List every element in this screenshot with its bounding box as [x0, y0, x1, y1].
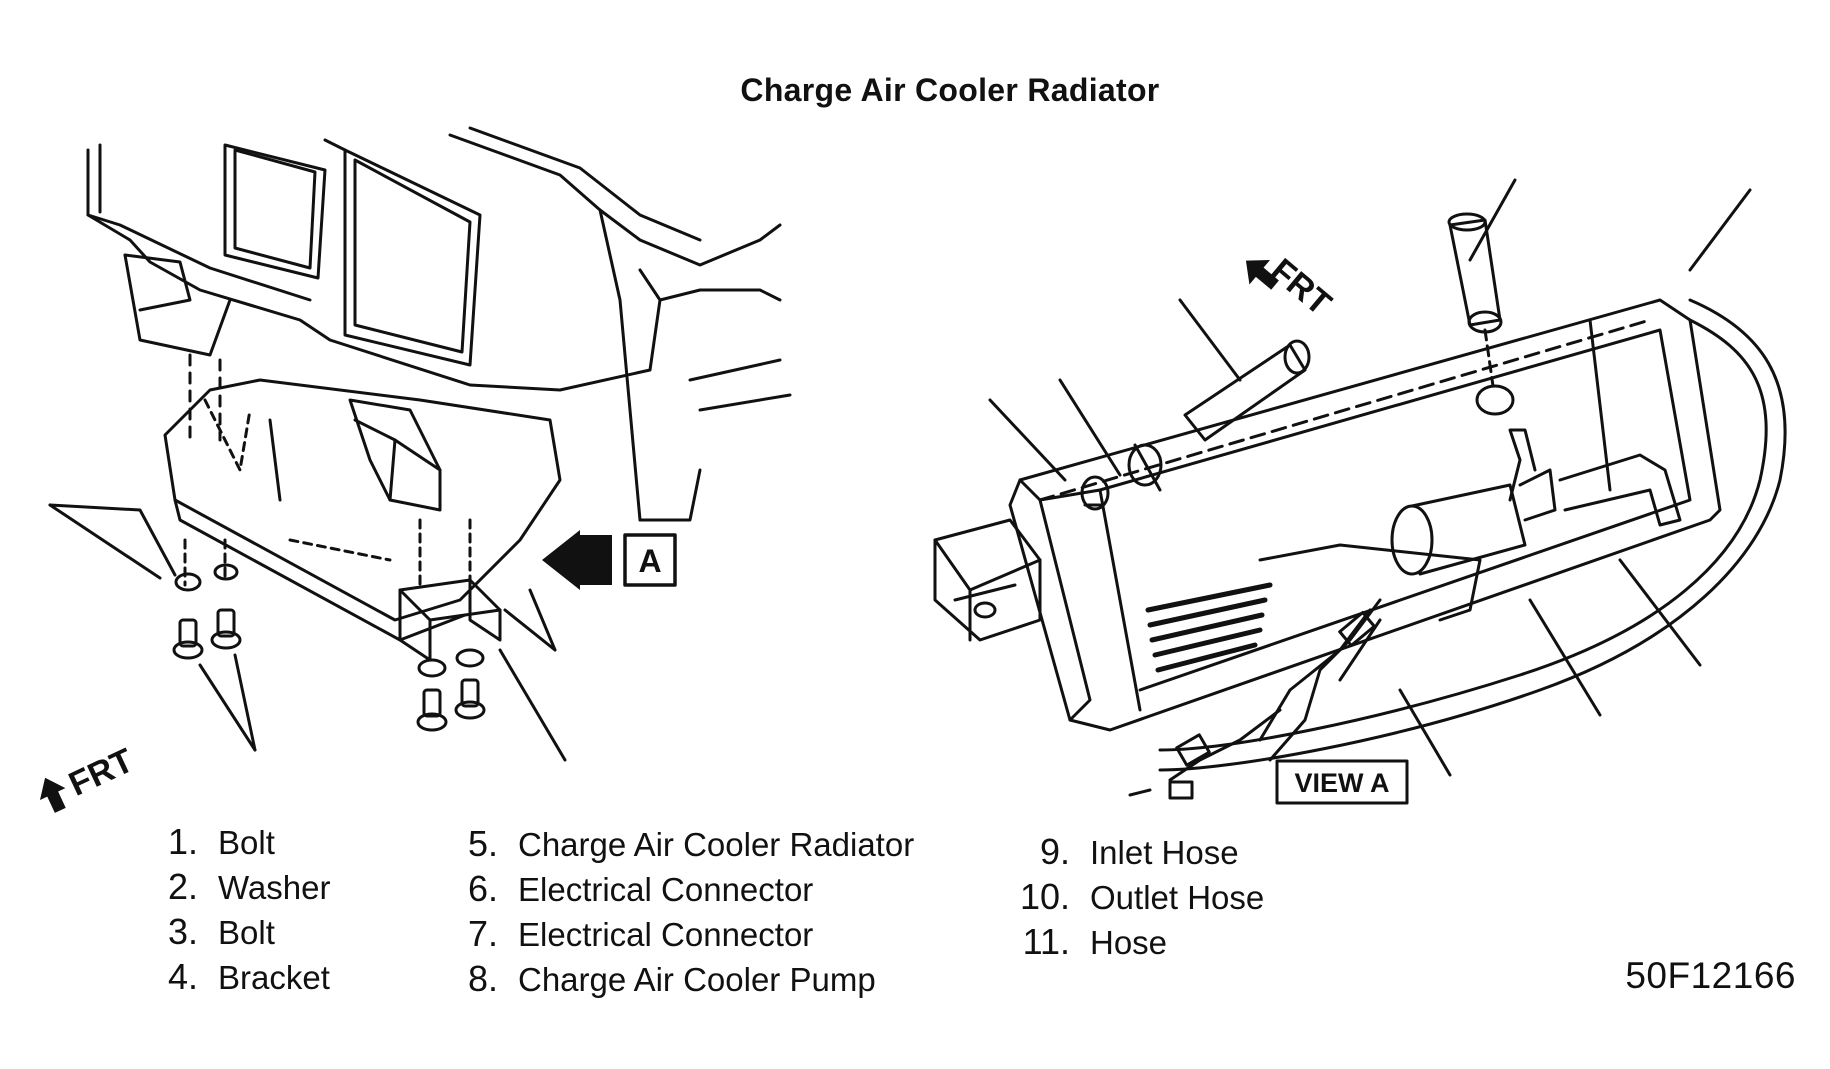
- view-marker: A: [638, 543, 661, 579]
- view-a-label: VIEW A: [1294, 768, 1389, 798]
- view-marker-box: [623, 533, 677, 587]
- legend-label: Bracket: [218, 959, 330, 996]
- legend-label: Electrical Connector: [518, 916, 814, 953]
- legend-number: 11.: [1022, 921, 1070, 962]
- legend-label: Outlet Hose: [1090, 879, 1265, 916]
- legend-item: 3. Bolt: [140, 910, 330, 955]
- front-arrow-icon: [40, 777, 66, 813]
- legend-item: 2. Washer: [140, 865, 331, 910]
- legend-label: Electrical Connector: [518, 871, 814, 908]
- legend-item: 4. Bracket: [140, 955, 330, 1000]
- legend-item: 11. Hose: [992, 920, 1264, 965]
- legend-item: 1. Bolt: [140, 820, 330, 865]
- front-direction-right: FRT: [1245, 251, 1339, 323]
- vehicle-front-illustration: A FRT: [40, 126, 792, 813]
- legend-number: 1.: [167, 821, 198, 862]
- legend-column-3: 9. Inlet Hose 10. Outlet Hose 11. Hose: [992, 830, 1264, 965]
- legend-item: 5. Charge Air Cooler Radiator: [440, 822, 914, 867]
- legend-label: Bolt: [218, 914, 275, 951]
- legend-number: 5.: [467, 823, 498, 864]
- legend-item: 7. Electrical Connector: [440, 912, 914, 957]
- bolt-washer-group-left: [172, 563, 242, 660]
- legend-number: 2.: [167, 866, 198, 907]
- front-arrow-icon-right: [1245, 260, 1279, 290]
- figure-code: 50F12166: [1625, 955, 1796, 996]
- view-a-illustration: FRT VIEW A: [933, 178, 1787, 805]
- legend-column-2: 5. Charge Air Cooler Radiator 6. Electrica…: [440, 822, 914, 1002]
- diagram-title: Charge Air Cooler Radiator: [740, 72, 1160, 108]
- legend-label: Charge Air Cooler Pump: [518, 961, 876, 998]
- front-direction-left: FRT: [40, 741, 139, 813]
- legend-item: 8. Charge Air Cooler Pump: [440, 957, 914, 1002]
- view-arrow-icon: [542, 530, 580, 590]
- frt-label-right: FRT: [1263, 251, 1338, 323]
- legend-number: 9.: [1039, 831, 1070, 872]
- legend-label: Bolt: [218, 824, 275, 861]
- legend-number: 8.: [467, 958, 498, 999]
- legend-column-1: 1. Bolt 2. Washer 3. Bolt 4. Bracket: [140, 820, 331, 1000]
- view-a-box: [1275, 759, 1409, 805]
- legend-item: 9. Inlet Hose: [992, 830, 1264, 875]
- legend-number: 6.: [467, 868, 498, 909]
- legend-label: Washer: [218, 869, 331, 906]
- legend-label: Hose: [1090, 924, 1168, 961]
- legend-label: Inlet Hose: [1090, 834, 1239, 871]
- legend-number: 7.: [467, 913, 498, 954]
- legend-item: 10. Outlet Hose: [992, 875, 1264, 920]
- legend-number: 10.: [1019, 876, 1070, 917]
- bolt-washer-group-right: [416, 648, 486, 732]
- frt-label-left: FRT: [63, 741, 139, 803]
- legend-number: 4.: [167, 956, 198, 997]
- legend-label: Charge Air Cooler Radiator: [518, 826, 915, 863]
- legend-number: 3.: [167, 911, 198, 952]
- legend-item: 6. Electrical Connector: [440, 867, 914, 912]
